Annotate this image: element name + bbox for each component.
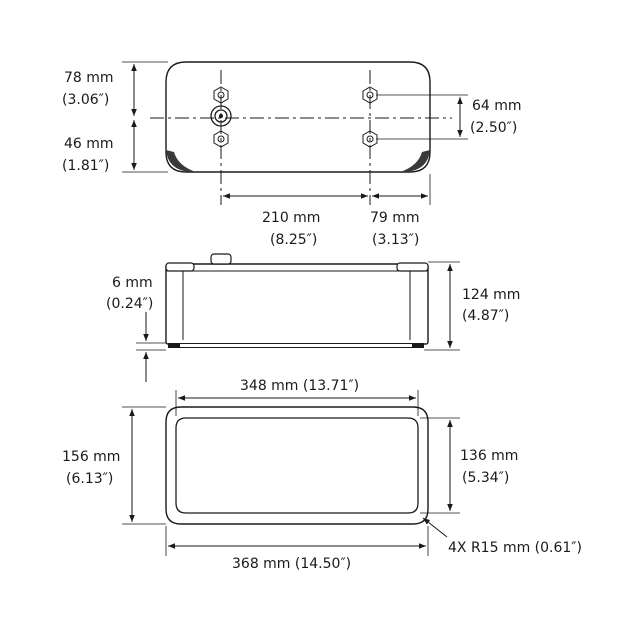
inner-height-in-label: (5.34″) bbox=[462, 470, 509, 486]
side-view-left-cap bbox=[165, 262, 195, 272]
hex-nut-icon bbox=[213, 86, 229, 104]
bolt-spacing-horizontal-mm-label: 79 mm bbox=[370, 210, 420, 226]
bolt-spacing-vertical-in-label: (2.50″) bbox=[470, 120, 517, 136]
height-lower-in-label: (1.81″) bbox=[62, 158, 109, 174]
outer-height-in-label: (6.13″) bbox=[66, 471, 113, 487]
top-view-body bbox=[165, 61, 431, 173]
bolt-spacing-vertical-mm-label: 64 mm bbox=[472, 98, 522, 114]
height-upper-mm-label: 78 mm bbox=[64, 70, 114, 86]
overall-height-in-label: (4.87″) bbox=[462, 308, 509, 324]
side-view-right-cap bbox=[396, 262, 429, 272]
side-view: 124 mm (4.87″) 6 mm (0.24″) bbox=[106, 253, 520, 382]
outer-width-label: 368 mm (14.50″) bbox=[232, 556, 351, 572]
hex-nut-icon bbox=[362, 130, 378, 148]
height-upper-in-label: (3.06″) bbox=[62, 92, 109, 108]
drain-fitting-icon bbox=[210, 105, 232, 127]
corner-radius-label: 4X R15 mm (0.61″) bbox=[448, 540, 582, 556]
bottom-view: 348 mm (13.71″) 156 mm (6.13″) 136 mm (5… bbox=[62, 378, 582, 572]
hex-nut-icon bbox=[213, 130, 229, 148]
bottom-view-inner-outline bbox=[175, 417, 419, 514]
bottom-view-outer-outline bbox=[165, 406, 429, 525]
bolt-offset-in-label: (8.25″) bbox=[270, 232, 317, 248]
overall-height-mm-label: 124 mm bbox=[462, 287, 520, 303]
inner-width-label: 348 mm (13.71″) bbox=[240, 378, 359, 394]
bolt-offset-mm-label: 210 mm bbox=[262, 210, 320, 226]
outer-height-mm-label: 156 mm bbox=[62, 449, 120, 465]
hex-nut-icon bbox=[362, 86, 378, 104]
height-lower-mm-label: 46 mm bbox=[64, 136, 114, 152]
top-view: 78 mm (3.06″) 46 mm (1.81″) 64 mm (2.50″… bbox=[62, 61, 522, 248]
side-view-fitting bbox=[210, 253, 232, 265]
foot-height-in-label: (0.24″) bbox=[106, 296, 153, 312]
bolt-spacing-horizontal-in-label: (3.13″) bbox=[372, 232, 419, 248]
side-view-body bbox=[165, 263, 429, 345]
top-view-corner-shade-right bbox=[400, 150, 430, 172]
corner-radius-leader bbox=[422, 517, 448, 538]
top-view-corner-shade-left bbox=[166, 150, 196, 172]
inner-height-mm-label: 136 mm bbox=[460, 448, 518, 464]
foot-height-mm-label: 6 mm bbox=[112, 275, 153, 291]
